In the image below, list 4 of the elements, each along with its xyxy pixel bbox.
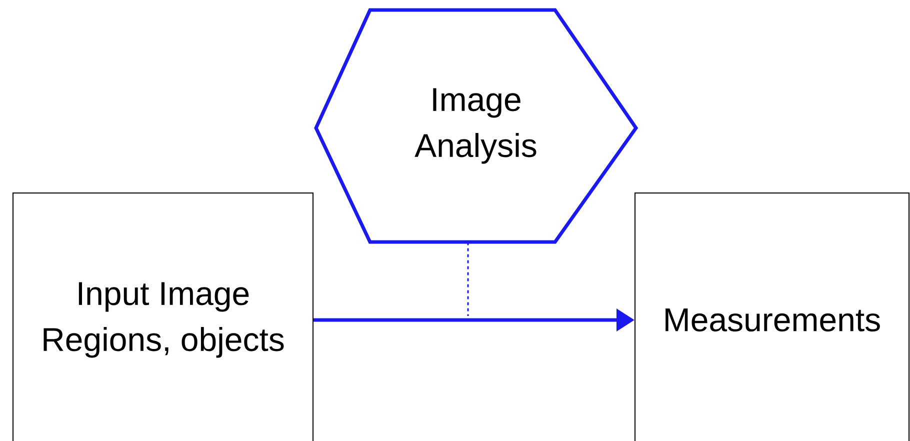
process-box: Input Image Regions, objects <box>12 192 314 441</box>
hexagon-node: Image Analysis <box>314 8 638 244</box>
dotted-line <box>467 242 469 316</box>
process-box: Measurements <box>634 192 910 441</box>
